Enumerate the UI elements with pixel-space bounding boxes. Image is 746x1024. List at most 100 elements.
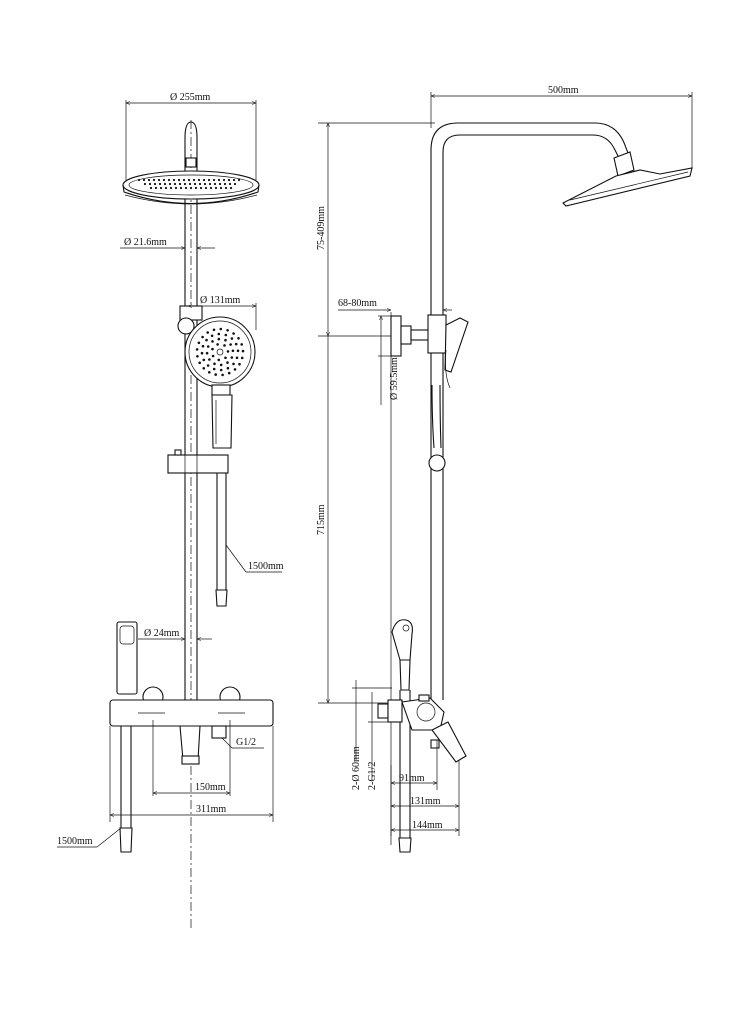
nozzle-dot (149, 186, 153, 190)
nozzle-dot (232, 332, 235, 335)
nozzle-dot (197, 178, 201, 182)
nozzle-dot (189, 186, 193, 190)
handshower-diameter-label: Ø 131mm (200, 295, 241, 306)
depth-91-label: 91mm (399, 773, 425, 784)
nozzle-dot (152, 178, 156, 182)
nozzle-dot (208, 182, 212, 186)
hand-shower-side (431, 317, 469, 449)
nozzle-dot (200, 351, 204, 355)
nozzle-dot (179, 186, 183, 190)
nozzle-dot (218, 182, 222, 186)
nozzle-dot (224, 186, 228, 190)
nozzle-dot (206, 364, 210, 367)
nozzle-dot (192, 178, 196, 182)
nozzle-dot (183, 182, 187, 186)
nozzle-dot (233, 182, 237, 186)
nozzle-dot (159, 186, 163, 190)
escutcheon-diameter-label: Ø 59.5mm (389, 357, 400, 400)
inlet-spacing-label: 150mm (195, 782, 226, 793)
nozzle-dot (241, 349, 245, 353)
nozzle-dot (201, 335, 204, 339)
nozzle-dot (230, 337, 234, 340)
nozzle-dot (222, 178, 226, 182)
thermostatic-mixer (109, 686, 274, 765)
nozzle-dot (157, 178, 161, 182)
nozzle-dot (205, 338, 208, 342)
nozzle-dot (137, 178, 141, 182)
rain-shower-head (122, 170, 260, 205)
nozzle-dot (226, 361, 229, 364)
nozzle-dot (229, 186, 233, 190)
nozzle-dot (232, 362, 235, 366)
nozzle-dot (217, 178, 221, 182)
nozzle-dot (199, 186, 203, 190)
nozzle-dot (168, 182, 172, 186)
inlet-escutcheon-label: 2-Ø 60mm (351, 746, 362, 790)
nozzle-dot (240, 343, 243, 346)
depth-144-label: 144mm (412, 820, 443, 831)
nozzle-dot (169, 186, 173, 190)
riser-height-label: 715mm (316, 504, 327, 535)
nozzle-dot (197, 341, 201, 345)
nozzle-dot (217, 332, 221, 336)
hose-length-label: 1500mm (248, 561, 284, 572)
nozzle-dot (177, 178, 181, 182)
lower-pipe-diameter-label: Ø 24mm (144, 628, 180, 639)
nozzle-dot (154, 186, 158, 190)
nozzle-dot (202, 358, 206, 362)
side-view: 500mm 75-409mm 715mm 68-80mm Ø 59.5mm (316, 85, 693, 853)
nozzle-dot (209, 186, 213, 190)
nozzle-dot (226, 350, 230, 353)
nozzle-dot (167, 178, 171, 182)
nozzle-dot (178, 182, 182, 186)
nozzle-dot (224, 356, 227, 360)
nozzle-dot (162, 178, 166, 182)
nozzle-dot (219, 186, 223, 190)
nozzle-dot (217, 337, 221, 341)
nozzle-dot (226, 366, 230, 370)
nozzle-dot (173, 182, 177, 186)
nozzle-dot (163, 182, 167, 186)
nozzle-dot (212, 178, 216, 182)
nozzle-dot (148, 182, 152, 186)
hand-shower (184, 316, 256, 449)
nozzle-dot (211, 354, 215, 358)
pipe-diameter-label: Ø 21.6mm (124, 237, 167, 248)
head-diameter-label: Ø 255mm (170, 92, 211, 103)
depth-131-label: 131mm (410, 796, 441, 807)
bracket-depth-label: 68-80mm (338, 298, 377, 309)
nozzle-dot (213, 182, 217, 186)
nozzle-dot (172, 178, 176, 182)
nozzle-dot (212, 367, 216, 371)
nozzle-dot (211, 347, 214, 351)
nozzle-dot (240, 356, 244, 360)
nozzle-dot (234, 342, 238, 346)
nozzle-dot (224, 333, 228, 337)
nozzle-dot (227, 178, 231, 182)
nozzle-dot (182, 178, 186, 182)
nozzle-dot (202, 367, 206, 370)
bidet-sprayer-side (391, 619, 413, 853)
nozzle-dot (223, 344, 226, 347)
nozzle-dot (214, 186, 218, 190)
rain-shower-head-side (562, 167, 693, 207)
nozzle-dot (230, 356, 234, 359)
nozzle-dot (229, 343, 232, 346)
arm-reach-label: 500mm (548, 85, 579, 96)
nozzle-dot (193, 182, 197, 186)
nozzle-dot (205, 351, 209, 355)
nozzle-dot (227, 371, 231, 375)
nozzle-dot (233, 368, 237, 371)
nozzle-dot (143, 182, 147, 186)
nozzle-dot (228, 182, 232, 186)
nozzle-dot (219, 363, 223, 367)
nozzle-dot (194, 186, 198, 190)
nozzle-dot (219, 368, 223, 372)
nozzle-dot (142, 178, 146, 182)
nozzle-dot (184, 186, 188, 190)
nozzle-dot (153, 182, 157, 186)
nozzle-dot (212, 328, 216, 332)
nozzle-dot (187, 178, 191, 182)
nozzle-dot (204, 186, 208, 190)
